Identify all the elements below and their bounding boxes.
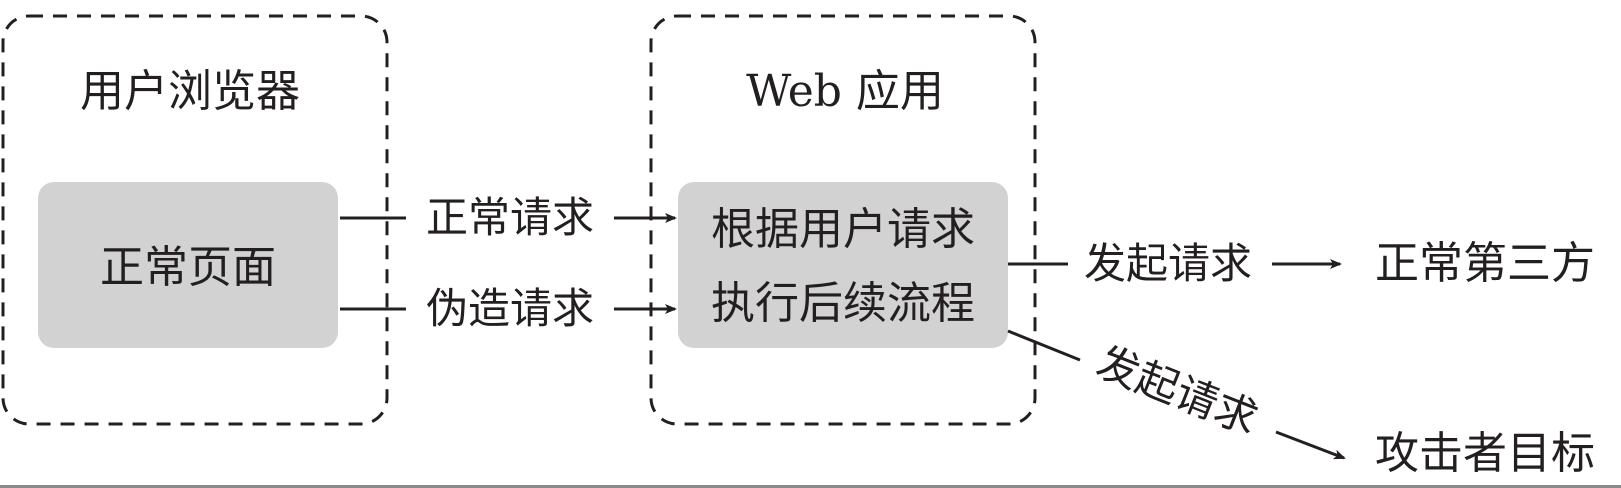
issue-request-attack-line-start [1007,329,1081,362]
bottom-rule [0,485,1621,488]
process-box [678,182,1008,348]
normal-page-label: 正常页面 [100,242,276,293]
process-line-2: 执行后续流程 [711,278,975,329]
browser-group-title: 用户浏览器 [80,66,300,117]
attacker-target-label: 攻击者目标 [1375,428,1595,479]
issue-request-attack-arrow [1275,430,1346,460]
normal-third-party-label: 正常第三方 [1375,238,1595,289]
normal-page-box [38,182,338,348]
forged-request-label: 伪造请求 [426,284,594,333]
normal-request-label: 正常请求 [426,193,594,242]
process-line-1: 根据用户请求 [711,204,975,255]
webapp-group-title: Web 应用 [746,66,944,117]
issue-request-attack-label: 发起请求 [1090,337,1264,444]
issue-request-normal-label: 发起请求 [1084,239,1252,288]
